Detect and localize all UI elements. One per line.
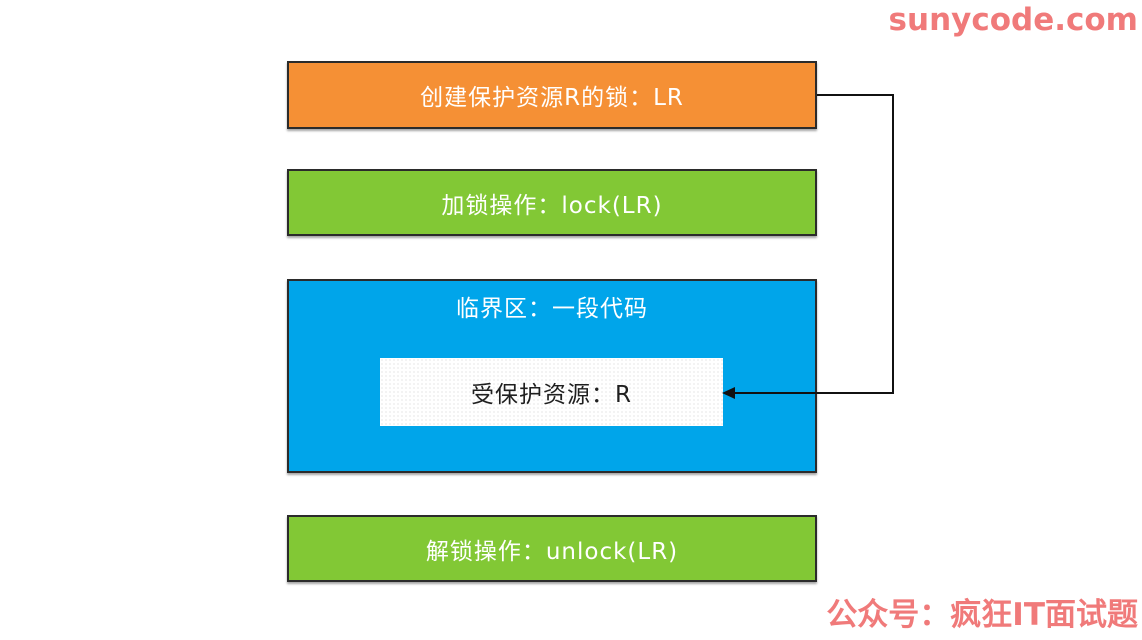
- protected-resource-label: 受保护资源：R: [471, 382, 632, 408]
- protected-resource-box: 受保护资源：R: [380, 358, 723, 426]
- lock-operation-box: 加锁操作：lock(LR): [287, 169, 817, 236]
- site-watermark: sunycode.com: [888, 2, 1138, 38]
- account-watermark: 公众号：疯狂IT面试题: [826, 597, 1138, 633]
- create-lock-label: 创建保护资源R的锁：LR: [420, 85, 684, 111]
- unlock-operation-label: 解锁操作：unlock(LR): [425, 538, 679, 565]
- lock-operation-label: 加锁操作：lock(LR): [441, 192, 663, 219]
- critical-section-label: 临界区：一段代码: [456, 296, 648, 322]
- create-lock-box: 创建保护资源R的锁：LR: [287, 61, 817, 129]
- unlock-operation-box: 解锁操作：unlock(LR): [287, 515, 817, 582]
- critical-section-box: 临界区：一段代码 受保护资源：R: [287, 279, 817, 473]
